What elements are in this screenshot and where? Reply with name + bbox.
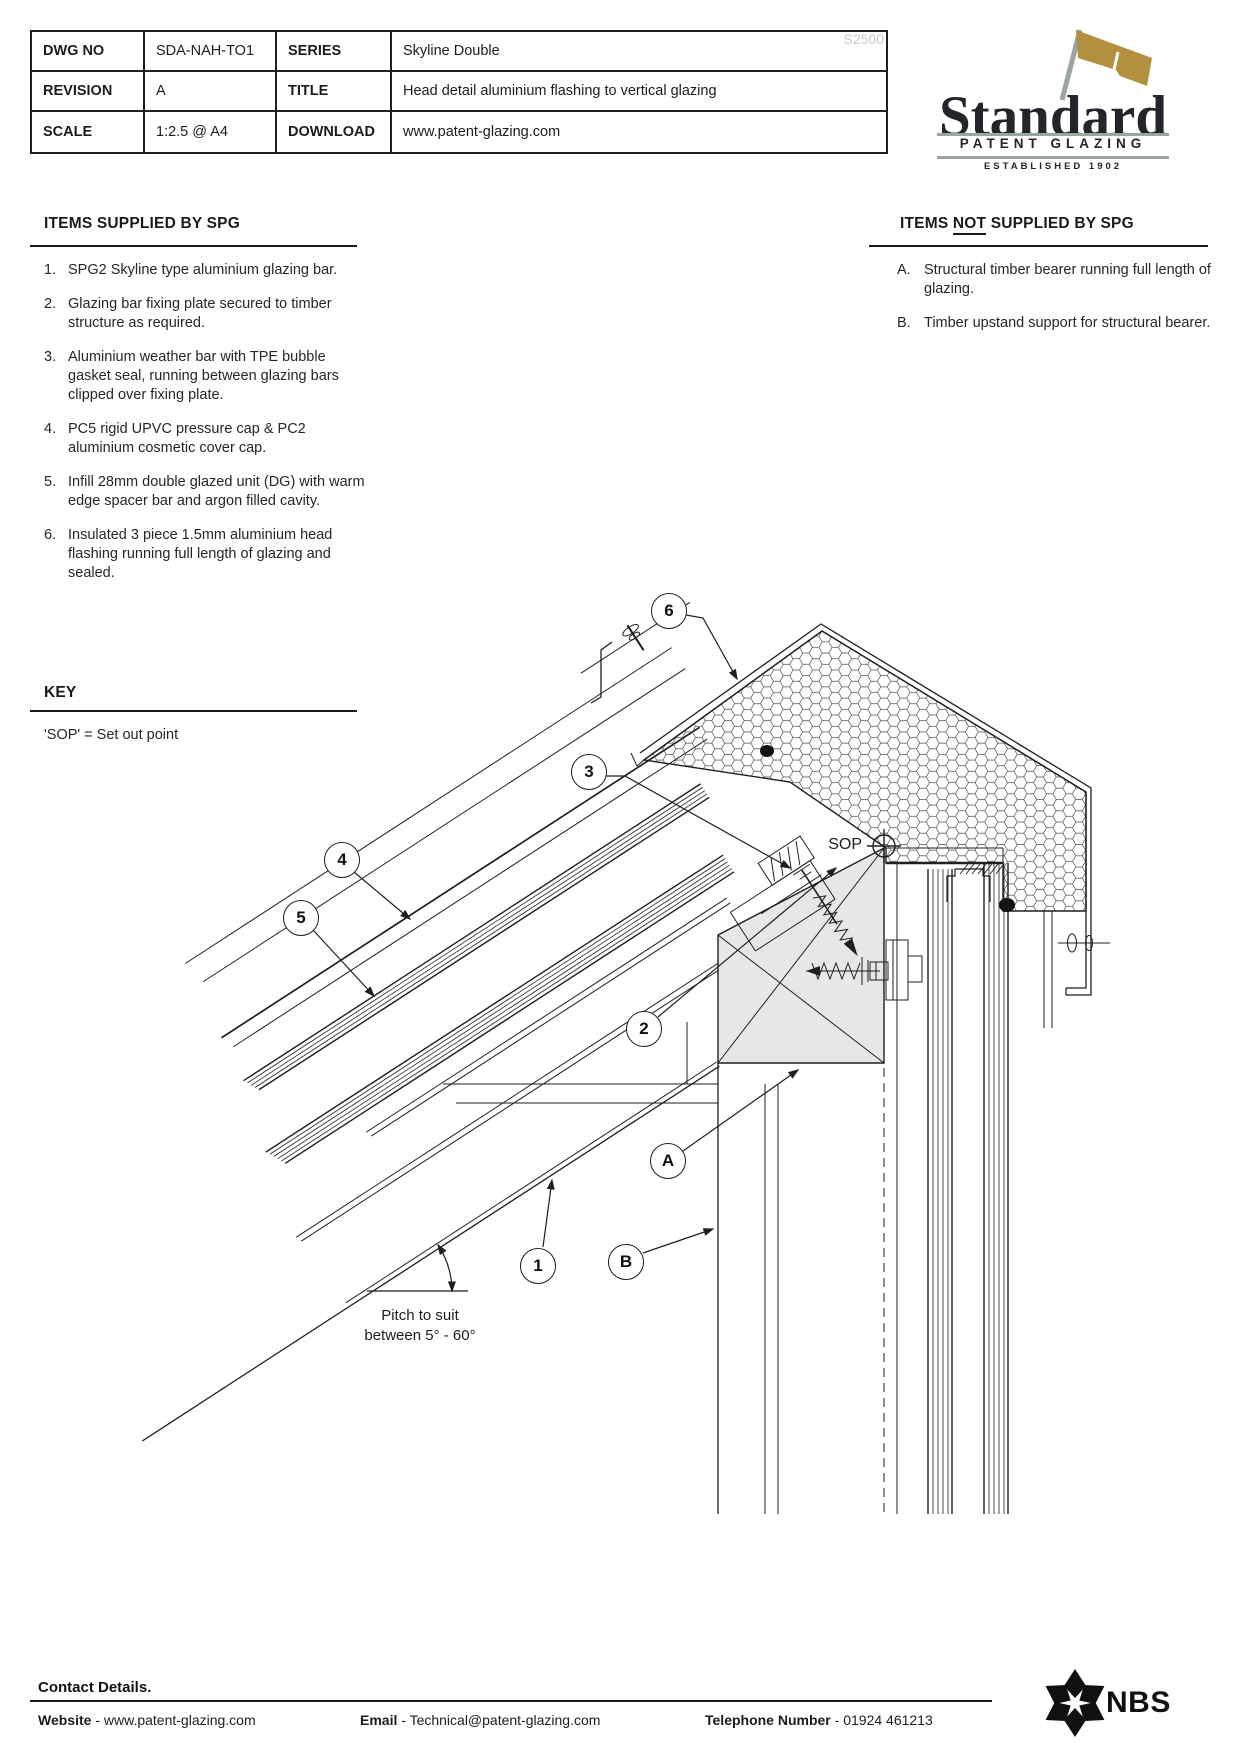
download-url[interactable]: www.patent-glazing.com [403, 124, 561, 140]
download-label: DOWNLOAD [277, 112, 392, 152]
supplied-list: 1.SPG2 Skyline type aluminium glazing ba… [44, 261, 368, 598]
callout-B: B [608, 1244, 644, 1280]
supplied-rule [30, 245, 357, 247]
callout-A: A [650, 1143, 686, 1179]
sloped-glazing-assembly [142, 601, 815, 1442]
scale-label: SCALE [32, 112, 145, 152]
series-label: SERIES [277, 32, 392, 72]
dash: - [401, 1712, 406, 1728]
callout-4: 4 [324, 842, 360, 878]
head-flashing [590, 623, 1110, 996]
logo-flag-icon [1059, 29, 1152, 101]
list-item: B.Timber upstand support for structural … [897, 315, 1211, 331]
sheet-watermark: S2500 [843, 31, 884, 47]
dwg-no-label: DWG NO [32, 32, 145, 72]
callout-2: 2 [626, 1011, 662, 1047]
title-value: Head detail aluminium flashing to vertic… [392, 72, 886, 112]
logo-wordmark: Standard [938, 85, 1168, 148]
callout-3: 3 [571, 754, 607, 790]
dwg-no-value: SDA-NAH-TO1 [145, 32, 277, 72]
list-item: 2.Glazing bar fixing plate secured to ti… [44, 296, 332, 331]
not-supplied-list: A.Structural timber bearer running full … [897, 261, 1240, 348]
key-heading: KEY [44, 684, 77, 701]
not-supplied-heading-pre: ITEMS [900, 215, 953, 232]
email-label: Email [360, 1712, 398, 1728]
logo-divider-top [937, 133, 1169, 136]
leader-lines [312, 614, 838, 1254]
logo-divider-bottom [937, 156, 1169, 159]
email-address[interactable]: Technical@patent-glazing.com [409, 1712, 601, 1728]
dash: - [95, 1712, 100, 1728]
contact-details-heading: Contact Details. [38, 1679, 152, 1696]
footer-website: Website - www.patent-glazing.com [38, 1712, 256, 1728]
not-supplied-rule [869, 245, 1208, 247]
dash: - [834, 1712, 840, 1728]
pitch-angle [367, 1243, 468, 1293]
title-label: TITLE [277, 72, 392, 112]
not-supplied-heading-post: SUPPLIED BY SPG [986, 215, 1134, 232]
list-item: A.Structural timber bearer running full … [897, 262, 1211, 297]
revision-label: REVISION [32, 72, 145, 112]
list-item: 3.Aluminium weather bar with TPE bubble … [44, 349, 339, 403]
list-item: 1.SPG2 Skyline type aluminium glazing ba… [44, 262, 338, 278]
revision-value: A [145, 72, 277, 112]
website-url[interactable]: www.patent-glazing.com [103, 1712, 256, 1728]
key-text: 'SOP' = Set out point [44, 727, 179, 743]
list-item: 6.Insulated 3 piece 1.5mm aluminium head… [44, 527, 333, 581]
phone-number: 01924 461213 [843, 1712, 933, 1728]
logo-established: ESTABLISHED 1902 [983, 161, 1123, 172]
nbs-wordmark: NBS [1106, 1686, 1171, 1719]
list-item: 5.Infill 28mm double glazed unit (DG) wi… [44, 474, 365, 509]
title-block: DWG NO SDA-NAH-TO1 SERIES Skyline Double… [30, 30, 888, 154]
pitch-note: Pitch to suit between 5° - 60° [326, 1306, 514, 1346]
callout-5: 5 [283, 900, 319, 936]
sop-label: SOP [828, 836, 862, 853]
phone-label: Telephone Number [705, 1712, 831, 1728]
sop-marker-icon [867, 829, 901, 863]
pitch-note-line1: Pitch to suit [381, 1307, 459, 1324]
callout-6: 6 [651, 593, 687, 629]
not-supplied-heading: ITEMS NOT SUPPLIED BY SPG [900, 215, 1134, 235]
vertical-glazing [443, 847, 1053, 1514]
logo-subtitle: PATENT GLAZING [959, 136, 1147, 151]
scale-value: 1:2.5 @ A4 [145, 112, 277, 152]
series-value: Skyline Double [392, 32, 886, 72]
footer-rule [30, 1700, 992, 1702]
not-supplied-heading-not: NOT [952, 215, 987, 235]
supplied-heading: ITEMS SUPPLIED BY SPG [44, 215, 240, 232]
website-label: Website [38, 1712, 92, 1728]
callout-1: 1 [520, 1248, 556, 1284]
footer-email: Email - Technical@patent-glazing.com [360, 1712, 600, 1728]
list-item: 4.PC5 rigid UPVC pressure cap & PC2 alum… [44, 421, 306, 456]
nbs-logo-icon [1045, 1669, 1105, 1737]
footer-phone: Telephone Number - 01924 461213 [705, 1712, 933, 1728]
key-rule [30, 710, 357, 712]
timber-bearer [717, 846, 885, 1064]
pitch-note-line2: between 5° - 60° [364, 1327, 476, 1344]
fixing-plate-and-screws [729, 860, 858, 957]
